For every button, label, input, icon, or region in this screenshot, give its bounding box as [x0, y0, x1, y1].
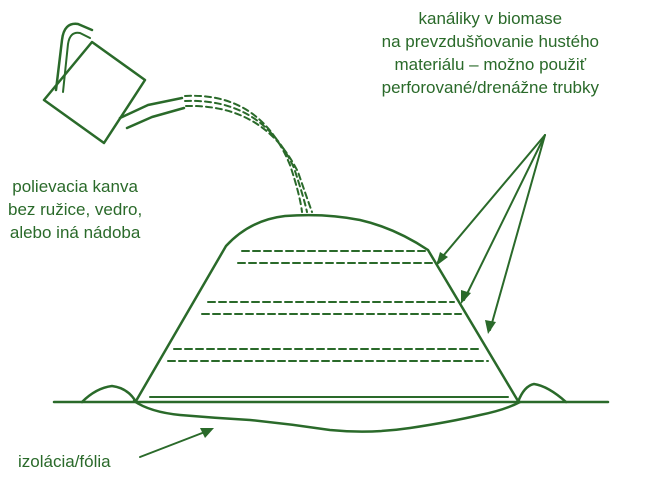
compost-heap-shape: [134, 213, 520, 403]
watering-can-label: polievacia kanva bez ružice, vedro, aleb…: [8, 175, 142, 244]
arrowheads: [436, 252, 496, 334]
left-mound: [80, 384, 138, 404]
water-stream: [184, 94, 313, 213]
channels-label-line-3: materiálu – možno použiť: [394, 55, 587, 74]
channels-label-line-4: perforované/drenážne trubky: [381, 78, 599, 97]
watering-can-label-line-3: alebo iná nádoba: [9, 223, 141, 242]
insulation-label-text: izolácia/fólia: [18, 452, 111, 471]
insulation-foil: [132, 399, 522, 433]
watering-can-label-line-2: bez ružice, vedro,: [8, 200, 143, 219]
aeration-channels: [167, 250, 489, 362]
channel-arrows: [437, 134, 546, 331]
channels-label: kanáliky v biomase na prevzdušňovanie hu…: [382, 7, 599, 99]
insulation-arrowhead: [200, 428, 214, 438]
channels-label-line-1: kanáliky v biomase: [418, 9, 563, 28]
insulation-arrow: [139, 429, 211, 458]
insulation-label: izolácia/fólia: [18, 450, 111, 473]
right-mound: [516, 382, 568, 404]
channels-label-line-2: na prevzdušňovanie hustého: [381, 32, 599, 51]
watering-can-icon: [42, 22, 186, 145]
watering-can-label-line-1: polievacia kanva: [12, 177, 138, 196]
